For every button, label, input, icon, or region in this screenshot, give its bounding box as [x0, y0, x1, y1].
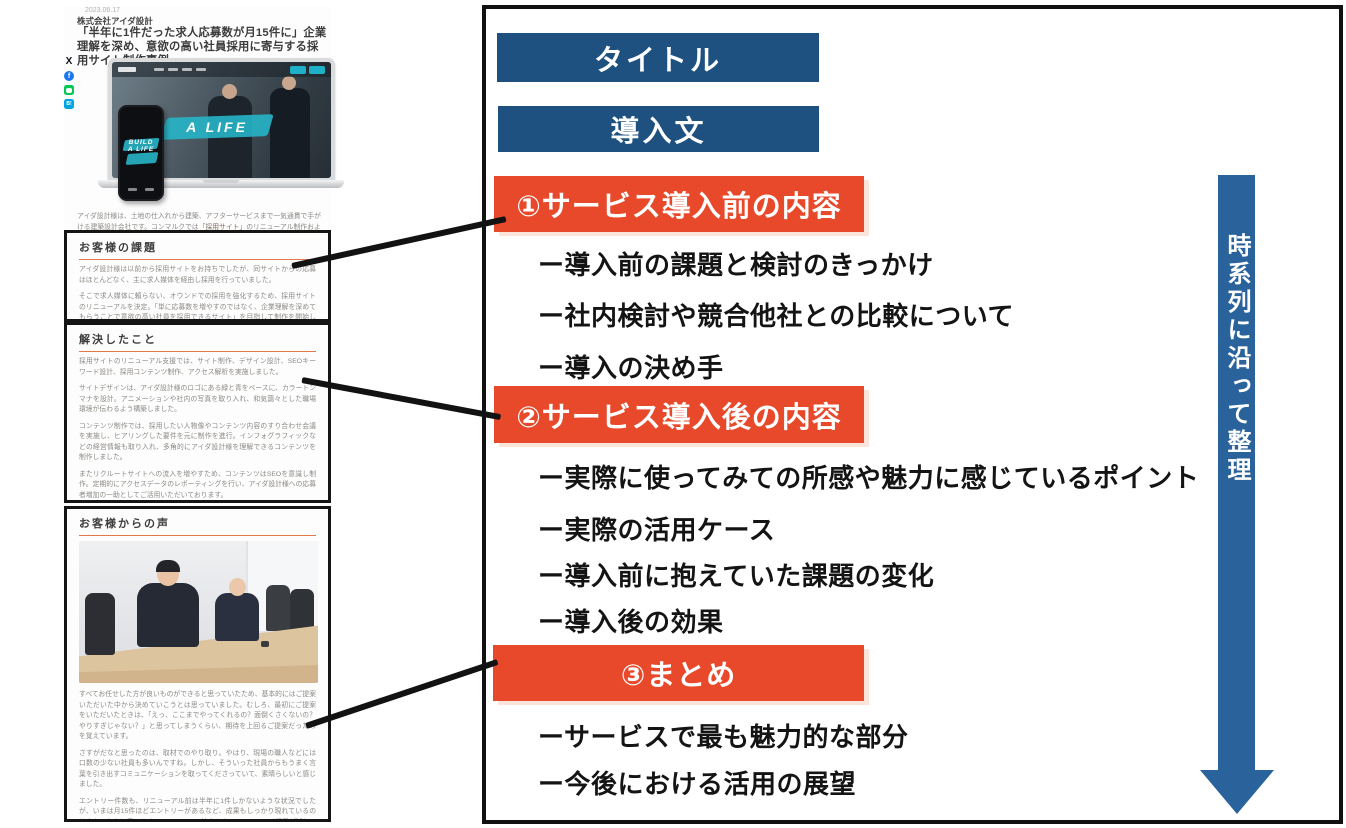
- site-logo: [118, 67, 136, 72]
- hero-headline-brush: A LIFE: [158, 114, 276, 140]
- hero-mockup: A LIFE BUILD A LIFE: [92, 52, 348, 208]
- photo-chair: [266, 585, 290, 631]
- site-nav-buttons: [290, 65, 325, 74]
- article-date: 2023.06.17: [85, 7, 121, 14]
- section-paragraph: またリクルートサイトへの流入を増やすため、コンテンツはSEOを意識し制作。定期的…: [79, 470, 316, 499]
- social-share-bar: X f B!: [64, 57, 74, 109]
- phone-headline: BUILD A LIFE: [127, 139, 155, 153]
- outline-item: ーサービスで最も魅力的な部分: [538, 722, 909, 752]
- recruit-site-screenshot: A LIFE: [112, 62, 331, 178]
- outline-item: ー導入前の課題と検討のきっかけ: [538, 250, 934, 280]
- site-navbar: [112, 62, 331, 77]
- timeline-arrow-label: 時系列に沿って整理: [1223, 233, 1250, 485]
- outline-item: ー実際に使ってみての所感や魅力に感じているポイント: [538, 463, 1200, 493]
- section-what-we-solved: 解決したこと 採用サイトのリニューアル支援では、サイト制作、デザイン設計、SEO…: [64, 322, 331, 503]
- article-preview: 2023.06.17 株式会社アイダ設計 「半年に1件だった求人応募数が月15件…: [64, 6, 344, 822]
- site-nav-links: [154, 68, 206, 71]
- outline-group-after-heading: ②サービス導入後の内容: [494, 386, 864, 443]
- section-customer-issues: お客様の課題 アイダ設計様は以前から採用サイトをお持ちでしたが、同サイトからの応…: [64, 230, 331, 322]
- phone-brush-stroke: [125, 151, 159, 166]
- hero-headline: A LIFE: [186, 119, 248, 135]
- photo-chair: [290, 589, 314, 633]
- intro-text: アイダ設計様は、土地の仕入れから建築、アフターサービスまで一気通貫で手がける建築…: [77, 213, 321, 231]
- outline-intro-box: 導入文: [498, 106, 819, 152]
- photo-person-man: [137, 560, 199, 647]
- section-heading: 解決したこと: [79, 331, 316, 352]
- section-heading: お客様の課題: [79, 239, 316, 260]
- connector-line-voice-to-summary: [305, 659, 499, 729]
- section-paragraph: そこで求人媒体に頼らない、オウンドでの採用を強化するため、採用サイトのリニューア…: [79, 293, 316, 321]
- connector-line-solved-to-group2: [301, 377, 502, 421]
- section-paragraph: すべてお任せした方が良いものができると思っていたため、基本的にはご提案いただいた…: [79, 691, 316, 740]
- laptop-base: [98, 180, 344, 188]
- phone-footer-links: [128, 188, 154, 191]
- section-paragraph: コンテンツ制作では、採用したい人物像やコンテンツ内容のすり合わせ会議を実施し、ヒ…: [79, 422, 316, 462]
- section-paragraph: サイトデザインは、アイダ設計様のロゴにある緑と青をベースに、カラートンマナを設計…: [79, 385, 316, 413]
- outline-title-box: タイトル: [497, 33, 819, 82]
- interview-photo: [79, 541, 318, 683]
- laptop-mockup: A LIFE: [108, 58, 335, 182]
- phone-mockup: BUILD A LIFE: [118, 105, 164, 201]
- article-company: 株式会社アイダ設計: [77, 16, 153, 26]
- timeline-arrow: 時系列に沿って整理: [1218, 175, 1255, 772]
- recruit-site-link[interactable]: 採用サイト: [205, 223, 240, 231]
- photo-recorder: [261, 641, 269, 647]
- outline-item: ー今後における活用の展望: [538, 769, 857, 799]
- hatena-share-icon[interactable]: B!: [64, 99, 74, 109]
- line-bubble-icon: [66, 87, 72, 93]
- section-heading: お客様からの声: [79, 515, 316, 536]
- outline-item: ー社内検討や競合他社との比較について: [538, 301, 1014, 331]
- x-share-icon[interactable]: X: [65, 56, 73, 67]
- outline-group-summary-heading: ③まとめ: [493, 645, 864, 701]
- outline-item: ー導入の決め手: [538, 353, 724, 383]
- line-share-icon[interactable]: [64, 85, 74, 95]
- facebook-share-icon[interactable]: f: [64, 71, 74, 81]
- section-paragraph: アイダ設計様は以前から採用サイトをお持ちでしたが、同サイトからの応募はほとんどな…: [79, 266, 316, 284]
- outline-item: ー導入後の効果: [538, 607, 724, 637]
- section-paragraph: エントリー件数も、リニューアル前は半年に1件しかないような状況でしたが、いまは月…: [79, 797, 316, 822]
- outline-group-before-heading: ①サービス導入前の内容: [494, 176, 864, 232]
- hero-person-right: [270, 76, 310, 178]
- photo-person-woman: [215, 576, 259, 641]
- outline-item: ー実際の活用ケース: [538, 515, 776, 545]
- timeline-arrow-head-icon: [1200, 770, 1274, 814]
- photo-chair: [85, 593, 115, 655]
- outline-item: ー導入前に抱えていた課題の変化: [538, 561, 935, 591]
- section-customer-voice: お客様からの声 すべてお任せした方が良いものができると思っていたため、基本的には…: [64, 506, 331, 822]
- section-paragraph: 採用サイトのリニューアル支援では、サイト制作、デザイン設計、SEOキーワード設計…: [79, 358, 316, 376]
- section-paragraph: さすがだなと思ったのは、取材でのやり取り。やはり、現場の職人などには口数の少ない…: [79, 749, 316, 789]
- outline-panel: タイトル 導入文 ①サービス導入前の内容 ー導入前の課題と検討のきっかけ ー社内…: [482, 5, 1343, 824]
